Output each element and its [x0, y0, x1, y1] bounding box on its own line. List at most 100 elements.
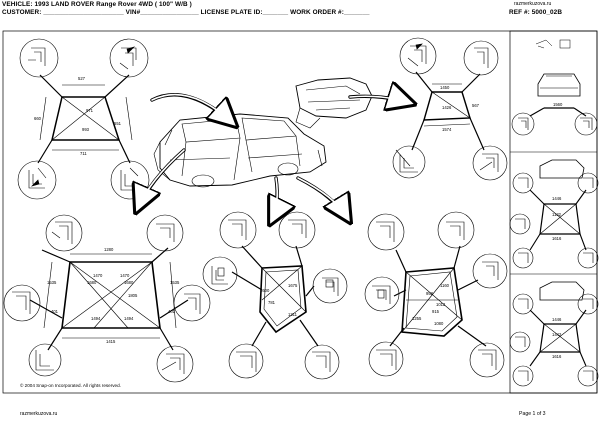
- header-site: razmerkuzova.ru: [514, 1, 552, 7]
- windshield-frame: [51, 96, 121, 141]
- detail-circle: [17, 160, 57, 200]
- m-rear-h: 1494: [91, 316, 101, 321]
- m-rear-e: 1805: [128, 293, 138, 298]
- footer-site: razmerkuzova.ru: [20, 411, 58, 417]
- detail-circle: [463, 40, 499, 76]
- detail-circle: [173, 284, 211, 322]
- m-windshield-top: 527: [78, 76, 86, 81]
- m-windshield-bottom: 711: [80, 151, 87, 156]
- detail-circle: [146, 214, 184, 252]
- m-side-d: 915: [432, 309, 440, 314]
- vin-label: VIN#: [125, 9, 141, 16]
- detail-circle: [577, 172, 599, 194]
- m-rear-right: 1535: [170, 280, 180, 285]
- detail-circle: [472, 145, 508, 181]
- detail-circle: [399, 37, 437, 75]
- m-door-b: 1600: [260, 288, 270, 293]
- m-rear-f: 401: [51, 309, 59, 314]
- m-door-a: 1675: [288, 283, 298, 288]
- rear-door-opening-diagram: [202, 211, 348, 380]
- detail-circle: [364, 276, 400, 312]
- detail-circle: [19, 38, 59, 78]
- vehicle-value: 1993 LAND ROVER Range Rover 4WD ( 100" W…: [34, 1, 192, 8]
- detail-circle: [368, 341, 404, 377]
- work-order-label: WORK ORDER #:: [290, 9, 344, 16]
- m-side-a: 1160: [440, 283, 450, 288]
- detail-circle: [512, 172, 534, 194]
- ref-value: 5000_02B: [531, 9, 563, 16]
- m-rear-left: 1535: [47, 280, 57, 285]
- m-panel2-top: 1446: [552, 196, 562, 201]
- detail-circle: [509, 331, 531, 353]
- side-panel-detail-2: [509, 159, 599, 269]
- m-side-e: 1255: [412, 316, 422, 321]
- m-hood-right: 567: [472, 103, 480, 108]
- m-windshield-left: 660: [34, 116, 42, 121]
- detail-circle: [228, 343, 264, 379]
- detail-circle: [574, 112, 598, 136]
- reference-arrows: [136, 95, 414, 224]
- side-panel-detail-1: [511, 73, 598, 136]
- detail-circle: [28, 343, 62, 377]
- m-windshield-diag1: 971: [86, 108, 94, 113]
- m-rear-bottom: 1415: [106, 339, 116, 344]
- m-rear-g: 401: [168, 309, 176, 314]
- m-rear-d: 1680: [124, 280, 134, 285]
- detail-circle: [577, 247, 599, 269]
- detail-circle: [312, 268, 348, 304]
- windshield-diagram: [17, 38, 150, 200]
- ref-label: REF #:: [509, 9, 530, 16]
- side-door-opening-diagram: [364, 211, 508, 378]
- side-panel-frame: [509, 30, 598, 394]
- m-rear-b: 1470: [120, 273, 130, 278]
- vehicle-label: VEHICLE:: [2, 1, 33, 8]
- detail-circle: [509, 213, 531, 235]
- detail-circle: [472, 253, 508, 289]
- detail-circle: [202, 256, 238, 292]
- m-side-c: 1012: [436, 302, 446, 307]
- detail-circle: [45, 214, 83, 252]
- m-side-b: 953: [426, 291, 434, 296]
- page-number: Page 1 of 3: [519, 411, 546, 417]
- m-panel3-mid: 1442: [552, 332, 562, 337]
- m-rear-c: 1680: [87, 280, 97, 285]
- side-panel-detail-3: [509, 281, 599, 387]
- m-panel3-bottom: 1616: [552, 354, 562, 359]
- front-end-outline: [295, 77, 373, 129]
- detail-circle: [469, 342, 505, 378]
- detail-circle: [577, 365, 599, 387]
- m-panel2-bottom: 1616: [552, 236, 562, 241]
- m-rear-top: 1280: [104, 247, 114, 252]
- work-order-field[interactable]: _______: [343, 9, 370, 16]
- m-panel3-top: 1446: [552, 317, 562, 322]
- detail-circle: [110, 160, 150, 200]
- m-door-d: 1311: [288, 312, 298, 317]
- detail-circle: [512, 247, 534, 269]
- detail-circle: [3, 284, 41, 322]
- rear-opening-diagram: [3, 214, 211, 383]
- customer-field[interactable]: ______________________: [43, 9, 124, 16]
- m-rear-i: 1494: [124, 316, 134, 321]
- m-panel2-mid: 1132: [552, 212, 562, 217]
- detail-circle: [392, 145, 426, 179]
- m-windshield-diag2: 993: [82, 127, 90, 132]
- detail-circle: [437, 211, 475, 249]
- side-panel-icons: [535, 39, 571, 49]
- customer-label: CUSTOMER:: [2, 9, 42, 16]
- vehicle-body-outline: [153, 113, 327, 188]
- license-plate-field[interactable]: _______: [262, 9, 289, 16]
- detail-circle: [512, 365, 534, 387]
- m-windshield-right: 551: [114, 121, 122, 126]
- vin-field[interactable]: ________________: [140, 9, 199, 16]
- m-hood-diag: 1426: [442, 105, 452, 110]
- detail-circle: [511, 112, 535, 136]
- detail-circle: [156, 345, 194, 383]
- license-plate-label: LICENSE PLATE ID:: [200, 9, 263, 16]
- clip-detail: [217, 267, 225, 277]
- m-door-c: 781: [268, 300, 276, 305]
- m-side-f: 1080: [434, 321, 444, 326]
- copyright: © 2004 Snap-on Incorporated. All rights …: [20, 383, 121, 388]
- m-hood-bottom: 1574: [442, 127, 452, 132]
- detail-circle: [304, 344, 340, 380]
